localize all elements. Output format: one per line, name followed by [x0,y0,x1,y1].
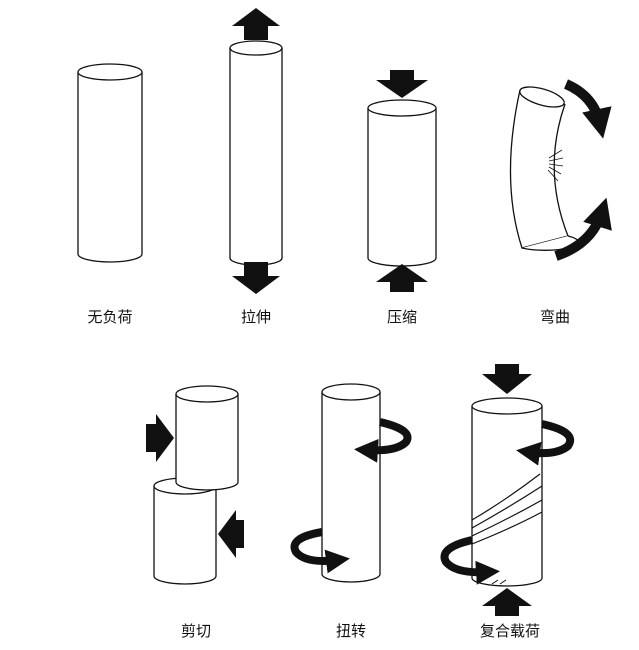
cylinder-torsion [321,383,381,583]
cylinder-shear-bottom [153,477,217,585]
combined-helix-lines-icon [471,473,543,545]
label-compression: 压缩 [387,308,417,326]
cylinder-combined [471,397,543,587]
combined-arrow-down-icon [482,364,532,394]
combined-arrow-up-icon [482,588,532,616]
label-combined: 复合载荷 [480,622,540,640]
cylinder-compression [367,99,437,267]
torsion-arrow-top-icon [354,418,412,463]
label-shear: 剪切 [181,622,211,640]
combined-small-ticks-icon [491,579,507,585]
panel-shear: 剪切 [146,385,244,640]
bending-arrow-bottom-icon [554,197,612,261]
label-bending: 弯曲 [540,308,570,326]
shear-arrow-right-icon [146,414,174,462]
bending-stress-lines-icon [547,149,564,182]
panel-bending: 弯曲 [509,79,612,326]
panel-tension: 拉伸 [229,8,283,326]
panel-combined: 复合载荷 [440,364,575,640]
combined-arrow-bottom-icon [440,536,500,585]
tension-arrow-down-icon [232,262,280,294]
label-tension: 拉伸 [241,308,271,326]
shear-arrow-left-icon [218,510,244,558]
combined-arrow-top-icon [516,420,575,466]
panel-compression: 压缩 [367,70,437,326]
cylinder-shear-top [175,385,239,491]
compression-arrow-up-icon [376,264,428,292]
cylinder-bending [509,86,579,251]
bending-arrow-top-icon [563,79,612,139]
torsion-arrow-bottom-icon [290,528,350,574]
label-torsion: 扭转 [336,622,366,640]
compression-arrow-down-icon [376,70,428,98]
tension-arrow-up-icon [232,8,280,40]
cylinder-no-load [77,63,143,263]
cylinder-tension [229,40,283,266]
label-no-load: 无负荷 [87,308,132,326]
panel-torsion: 扭转 [290,383,412,640]
panel-no-load: 无负荷 [77,63,143,326]
